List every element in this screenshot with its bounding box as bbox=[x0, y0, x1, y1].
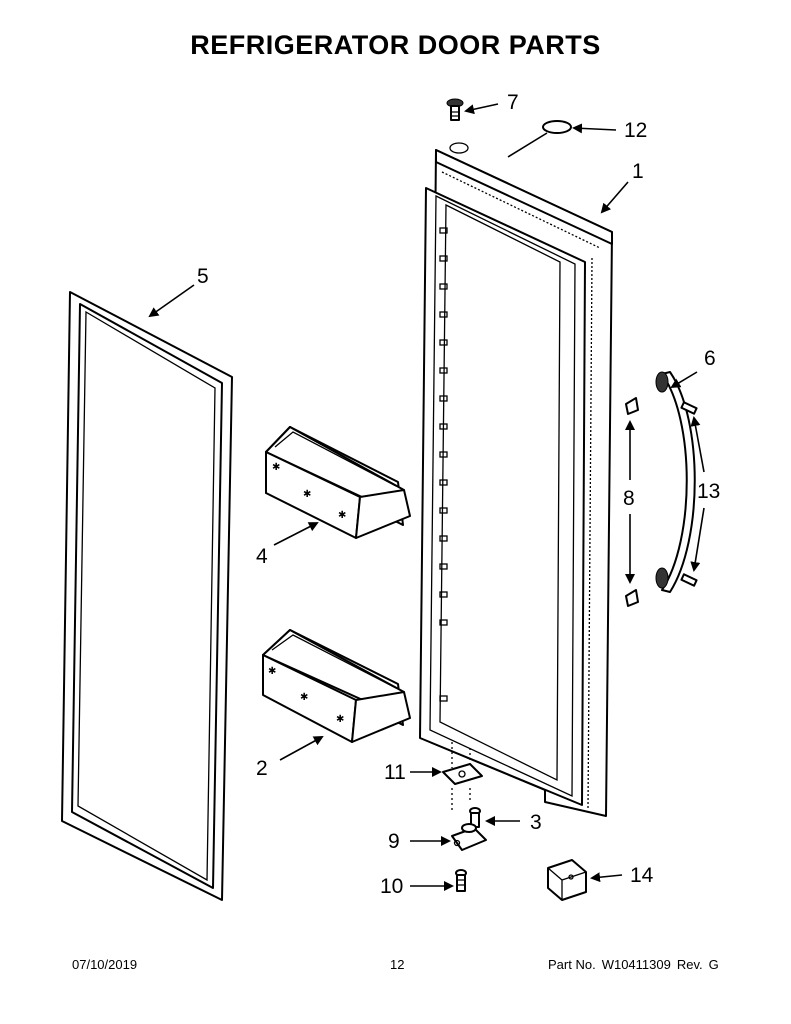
leader-1 bbox=[600, 181, 629, 214]
callout-2: 2 bbox=[256, 757, 268, 780]
leader-13-up bbox=[690, 416, 705, 473]
hinge-cover bbox=[547, 859, 587, 901]
bottom-hinge bbox=[451, 823, 487, 851]
callout-9: 9 bbox=[388, 830, 400, 853]
bin-rib-mark: ✱ bbox=[336, 714, 344, 725]
leader-13-down bbox=[690, 507, 705, 572]
door-gasket bbox=[61, 291, 233, 901]
footer-part-info: Part No. W10411309 Rev. G bbox=[548, 957, 725, 972]
footer-page-number: 12 bbox=[390, 957, 405, 972]
callout-12: 12 bbox=[624, 119, 647, 142]
bin-rib-mark: ✱ bbox=[300, 692, 308, 703]
leader-6 bbox=[670, 371, 698, 389]
callout-7: 7 bbox=[507, 91, 519, 114]
revision-label: Rev. bbox=[676, 957, 703, 972]
shelf-retainer-dimples bbox=[439, 227, 448, 702]
part-number: W10411309 bbox=[601, 957, 671, 972]
lower-door-bin: ✱ ✱ ✱ bbox=[262, 629, 411, 743]
handle-set-screws bbox=[680, 401, 698, 587]
callout-5: 5 bbox=[197, 265, 209, 288]
callout-1: 1 bbox=[632, 160, 644, 183]
callout-6: 6 bbox=[704, 347, 716, 370]
leader-7 bbox=[464, 103, 499, 115]
handle-mounting-studs bbox=[625, 397, 639, 607]
bin-rib-mark: ✱ bbox=[303, 489, 311, 500]
hinge-bushing bbox=[449, 142, 469, 154]
callout-11: 11 bbox=[384, 761, 406, 784]
top-hinge-pin bbox=[446, 98, 464, 121]
hinge-shim bbox=[442, 742, 483, 810]
callout-8: 8 bbox=[623, 487, 635, 510]
callout-10: 10 bbox=[380, 875, 403, 898]
o-ring bbox=[542, 120, 572, 134]
part-number-label: Part No. bbox=[548, 957, 596, 972]
hinge-screw-10 bbox=[455, 869, 467, 892]
door-assembly bbox=[419, 149, 613, 817]
bin-rib-mark: ✱ bbox=[338, 510, 346, 521]
footer-date: 07/10/2019 bbox=[72, 957, 138, 972]
leader-4 bbox=[273, 522, 319, 546]
revision: G bbox=[708, 957, 719, 972]
leader-2 bbox=[279, 736, 324, 761]
callout-14: 14 bbox=[630, 864, 654, 887]
page-title: REFRIGERATOR DOOR PARTS bbox=[190, 30, 601, 60]
leader-12 bbox=[572, 123, 617, 134]
bin-rib-mark: ✱ bbox=[268, 666, 276, 677]
callout-4: 4 bbox=[256, 545, 268, 568]
leader-5 bbox=[148, 284, 195, 318]
door-handle bbox=[655, 371, 696, 593]
callout-3: 3 bbox=[530, 811, 542, 834]
bin-rib-mark: ✱ bbox=[272, 462, 280, 473]
upper-door-bin: ✱ ✱ ✱ bbox=[265, 426, 411, 539]
hinge-screw-3 bbox=[469, 807, 481, 828]
callout-labels: 7 12 1 5 4 2 6 8 13 11 3 9 10 14 bbox=[197, 91, 720, 898]
leader-lines bbox=[148, 103, 705, 891]
callout-13: 13 bbox=[697, 480, 720, 503]
leader-12-tail bbox=[507, 132, 548, 158]
leader-14 bbox=[590, 872, 623, 883]
